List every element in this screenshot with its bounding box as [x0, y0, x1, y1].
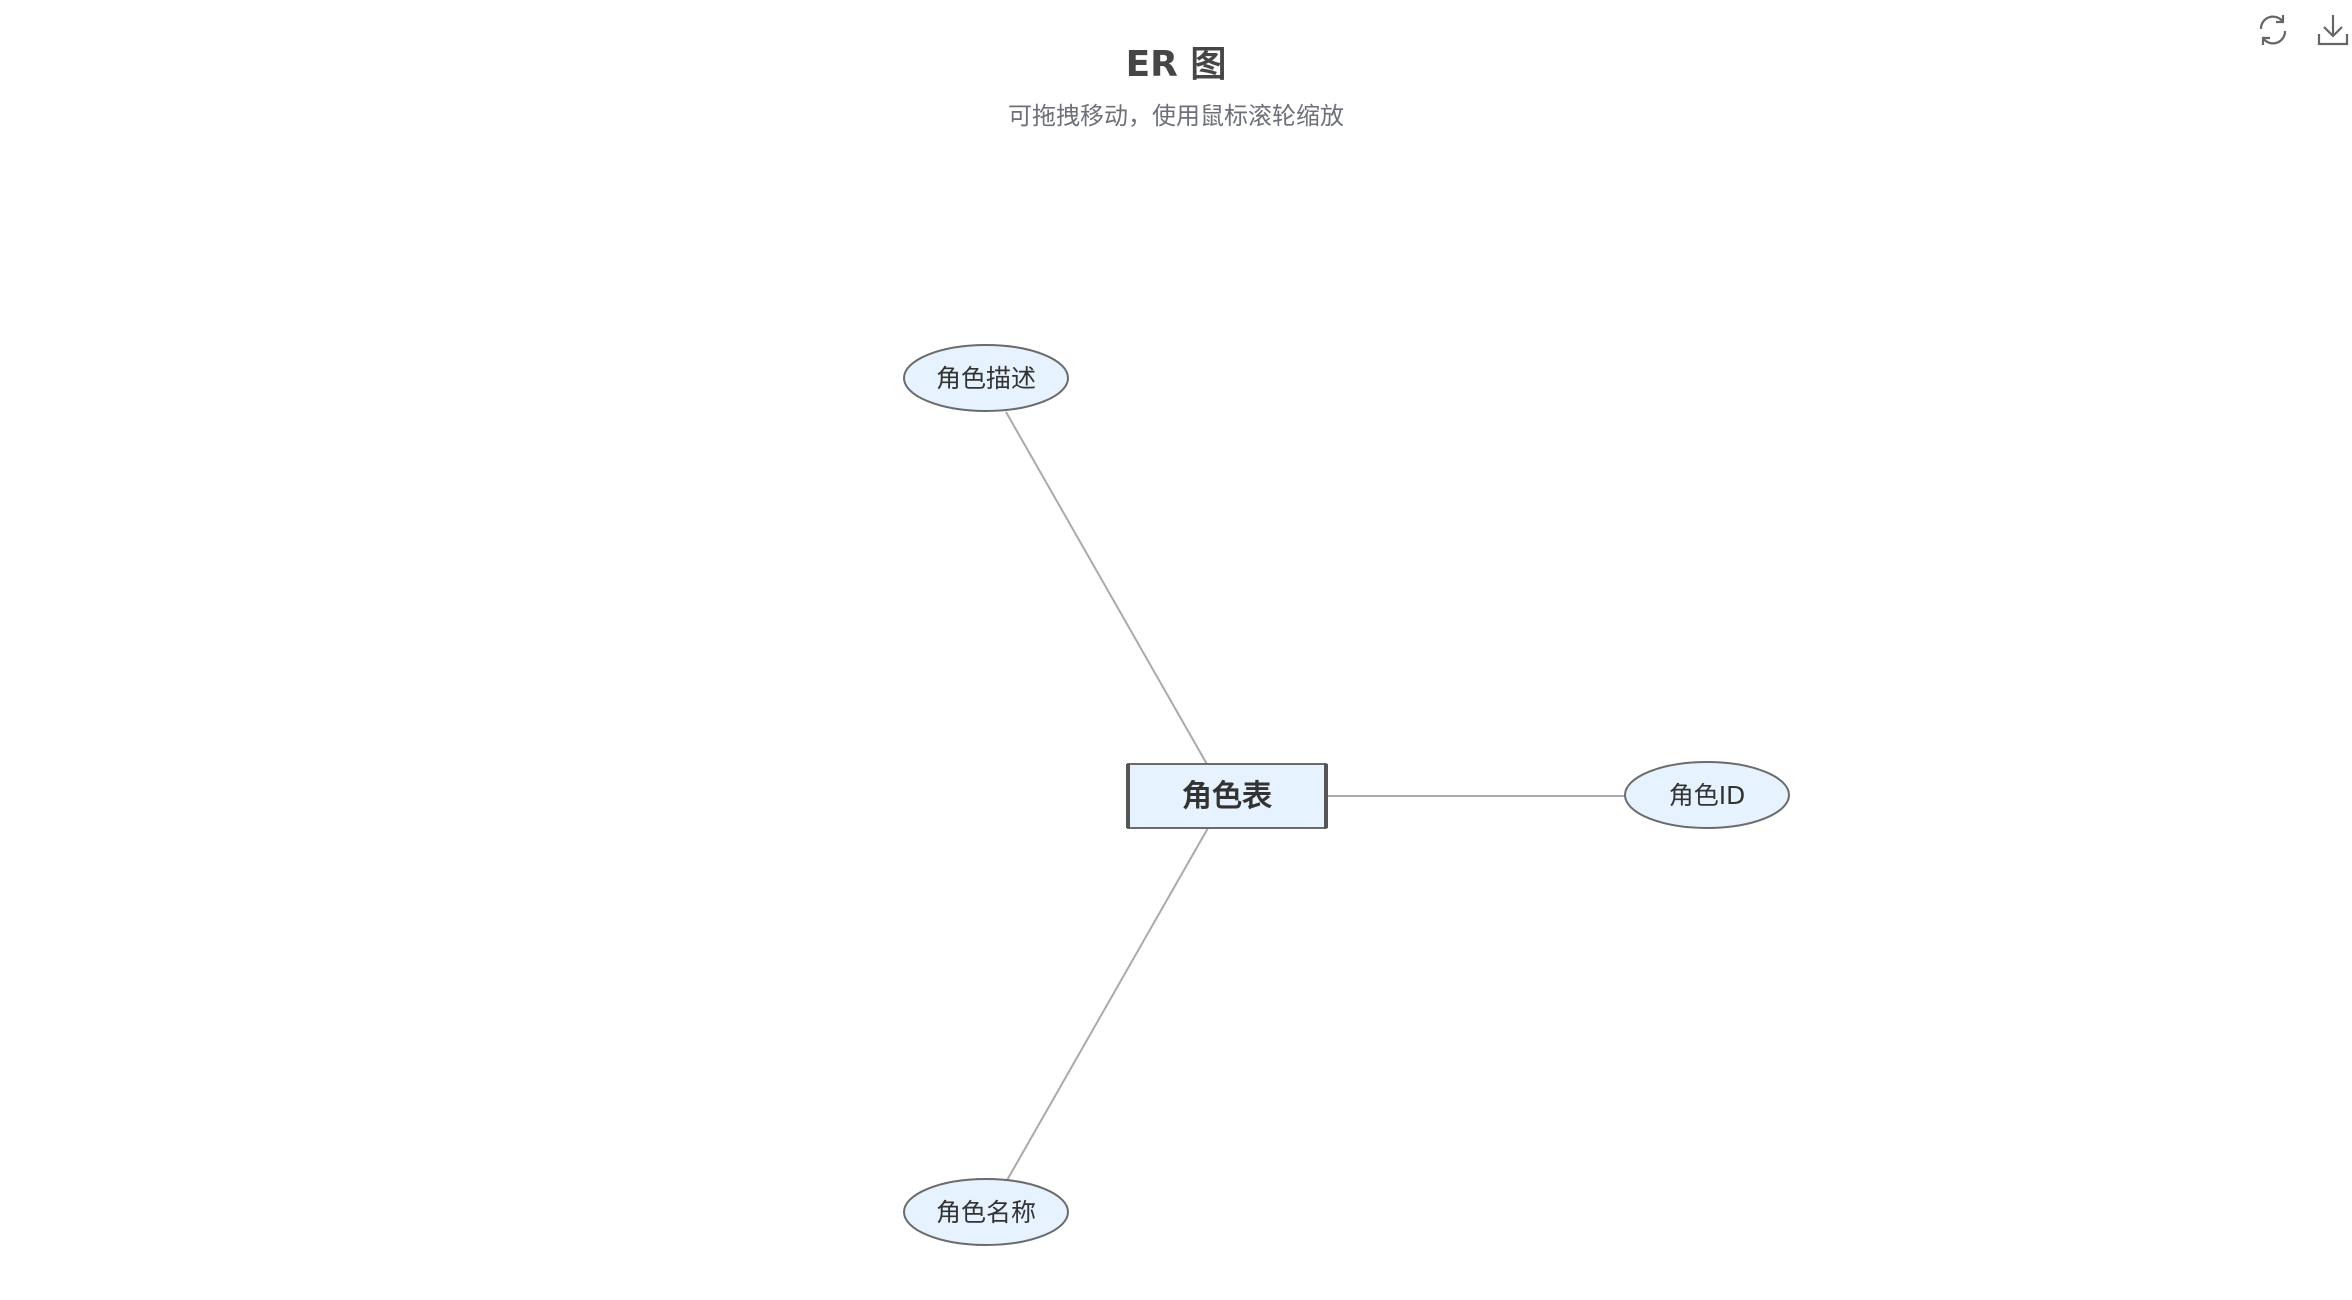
attribute-node-role-desc[interactable]: 角色描述 [903, 344, 1069, 412]
entity-node-role-table[interactable]: 角色表 [1126, 763, 1328, 829]
edge-role-table-role-desc [1005, 411, 1209, 767]
attribute-ellipse [1624, 761, 1790, 829]
entity-label: 角色表 [1182, 779, 1272, 814]
entity-box [1127, 763, 1327, 829]
download-icon [2317, 15, 2349, 46]
restore-button[interactable] [2254, 8, 2292, 52]
attribute-ellipse [903, 1178, 1069, 1246]
toolbox [2254, 8, 2352, 52]
attribute-label: 角色描述 [936, 364, 1036, 393]
diagram-subtitle: 可拖拽移动，使用鼠标滚轮缩放 [1008, 102, 1344, 130]
save-as-image-button[interactable] [2314, 8, 2352, 52]
attribute-ellipse [903, 344, 1069, 412]
attribute-node-role-id[interactable]: 角色ID [1624, 761, 1790, 829]
attribute-label: 角色名称 [936, 1198, 1036, 1227]
refresh-icon [2259, 15, 2287, 45]
edges [1005, 411, 1626, 1183]
edge-role-table-role-name [1005, 827, 1209, 1183]
attribute-node-role-name[interactable]: 角色名称 [903, 1178, 1069, 1246]
diagram-title: ER 图 [1126, 44, 1227, 85]
attribute-label: 角色ID [1669, 781, 1746, 810]
